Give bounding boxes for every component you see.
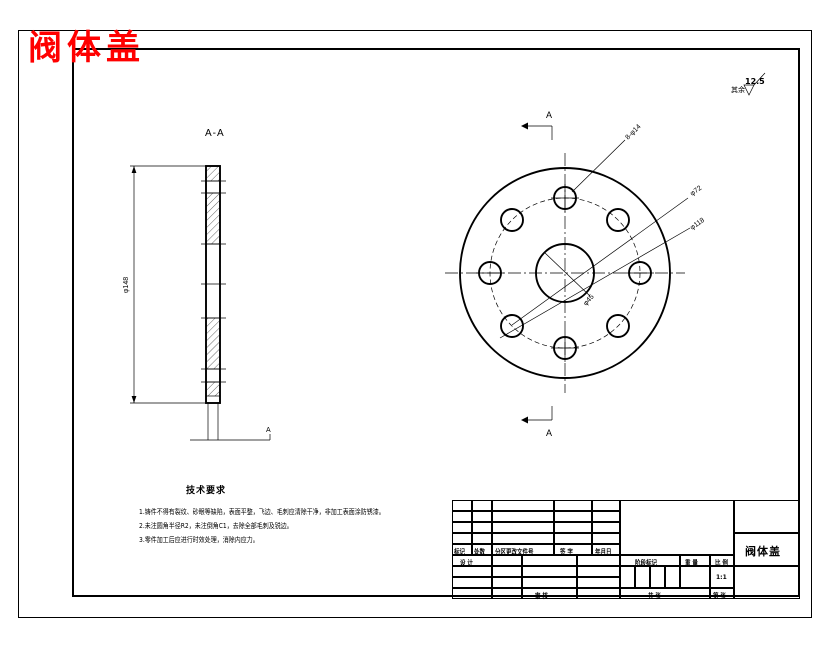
tb-label-sheet-total: 共 张	[648, 592, 661, 601]
tb-cell-review	[522, 588, 577, 599]
tb-cell	[452, 500, 472, 511]
tb-cell	[452, 533, 472, 544]
tb-label-rev-sign: 签 字	[560, 548, 573, 557]
roughness-symbol-icon	[743, 72, 766, 96]
section-dimension-text: φ148	[123, 277, 130, 293]
tb-cell	[522, 566, 577, 577]
notes-title: 技术要求	[186, 486, 227, 496]
tb-header-cell	[472, 544, 492, 555]
tb-label-sheet-no: 第 张	[713, 592, 726, 601]
tb-cell	[554, 533, 592, 544]
section-mark-top-label: A	[546, 110, 552, 120]
roughness-value: 12.5	[745, 77, 765, 86]
front-view-flange: 8-φ14 φ72 φ118 φ45 A A	[445, 110, 706, 438]
note-line-1: 1.铸件不得有裂纹、砂眼等缺陷，表面平整，飞边、毛刺应清除干净，非加工表面涂防锈…	[139, 508, 385, 517]
tb-cell	[577, 588, 620, 599]
tb-cell	[492, 555, 522, 566]
tb-label-rev-count: 处数	[474, 548, 486, 557]
tb-cell	[592, 500, 620, 511]
tb-cell	[492, 566, 522, 577]
tb-cell-scale-value	[710, 566, 734, 588]
tb-cell	[452, 522, 472, 533]
tb-cell	[492, 511, 554, 522]
tb-cell	[492, 533, 554, 544]
tb-cell	[472, 511, 492, 522]
tb-cell-design	[452, 555, 492, 566]
tb-cell	[635, 566, 650, 588]
section-mark-left-label: A	[266, 427, 271, 434]
tb-cell	[472, 500, 492, 511]
section-view-label: A-A	[205, 128, 225, 139]
tb-cell	[522, 577, 577, 588]
tb-label-stage: 阶段标记	[635, 559, 658, 568]
tb-cell	[577, 577, 620, 588]
tb-cell	[492, 577, 522, 588]
tb-header-cell	[554, 544, 592, 555]
tb-cell	[554, 511, 592, 522]
tb-cell-blank-right-bottom	[734, 566, 800, 599]
tb-cell	[472, 522, 492, 533]
tb-label-rev-doc: 分区更改文件号	[495, 548, 534, 557]
tb-cell	[452, 566, 492, 577]
tb-cell	[492, 588, 522, 599]
tb-cell	[650, 566, 665, 588]
note-line-2: 2.未注圆角半径R2，未注倒角C1，去除全部毛刺及锐边。	[139, 522, 293, 531]
tb-cell	[554, 522, 592, 533]
sheet-inner-border	[72, 48, 800, 597]
tb-cell	[492, 522, 554, 533]
tb-cell	[577, 555, 620, 566]
tb-cell-weight-label	[680, 555, 710, 566]
hole-callout-label: 8-φ14	[624, 123, 642, 141]
red-overlay-title: 阀体盖	[28, 28, 145, 68]
tb-cell-scale-label	[710, 555, 734, 566]
section-mark-bottom-label: A	[546, 428, 552, 438]
tb-cell	[554, 500, 592, 511]
tb-label-design: 设 计	[460, 559, 473, 568]
tb-cell-weight-value	[680, 566, 710, 588]
tb-cell	[522, 555, 577, 566]
tb-cell-blank-middle	[620, 500, 734, 555]
tb-cell	[592, 522, 620, 533]
sheet-outer-border	[18, 30, 812, 618]
tb-cell	[592, 533, 620, 544]
tb-cell	[452, 577, 492, 588]
tb-cell-sheet-total	[620, 588, 710, 599]
tb-cell	[492, 500, 554, 511]
tb-label-review: 审 核	[535, 592, 548, 601]
surface-roughness-note: 其余 12.5	[731, 72, 766, 96]
thickness-dim-label: φ148	[123, 277, 130, 293]
tb-header-cell	[452, 544, 472, 555]
tb-cell	[620, 566, 635, 588]
tb-cell-part-name	[734, 533, 800, 566]
tb-cell	[472, 533, 492, 544]
tb-label-weight: 重 量	[685, 559, 698, 568]
section-view-aa: A	[130, 165, 271, 441]
tb-cell	[577, 566, 620, 577]
tb-label-scale: 比 例	[715, 559, 728, 568]
tb-header-cell	[492, 544, 554, 555]
tb-header-cell	[592, 544, 620, 555]
tb-cell	[452, 511, 472, 522]
tb-cell	[452, 588, 492, 599]
tb-label-rev-mark: 标记	[454, 548, 466, 557]
tb-label-rev-date: 年月日	[595, 548, 612, 557]
tb-part-name: 阀体盖	[745, 545, 781, 558]
title-block: 标记 处数 分区更改文件号 签 字 年月日 设 计 审 核 阶段标记 重 量 比…	[452, 500, 800, 600]
tb-cell-stage-label	[620, 555, 680, 566]
note-line-3: 3.零件加工后应进行时效处理，消除内应力。	[139, 536, 259, 545]
tb-cell	[592, 511, 620, 522]
roughness-label: 其余	[731, 86, 745, 94]
tb-value-scale: 1:1	[716, 574, 727, 581]
tb-cell-blank-right-top	[734, 500, 800, 533]
tb-cell	[665, 566, 680, 588]
tb-cell-sheet-no	[710, 588, 734, 599]
